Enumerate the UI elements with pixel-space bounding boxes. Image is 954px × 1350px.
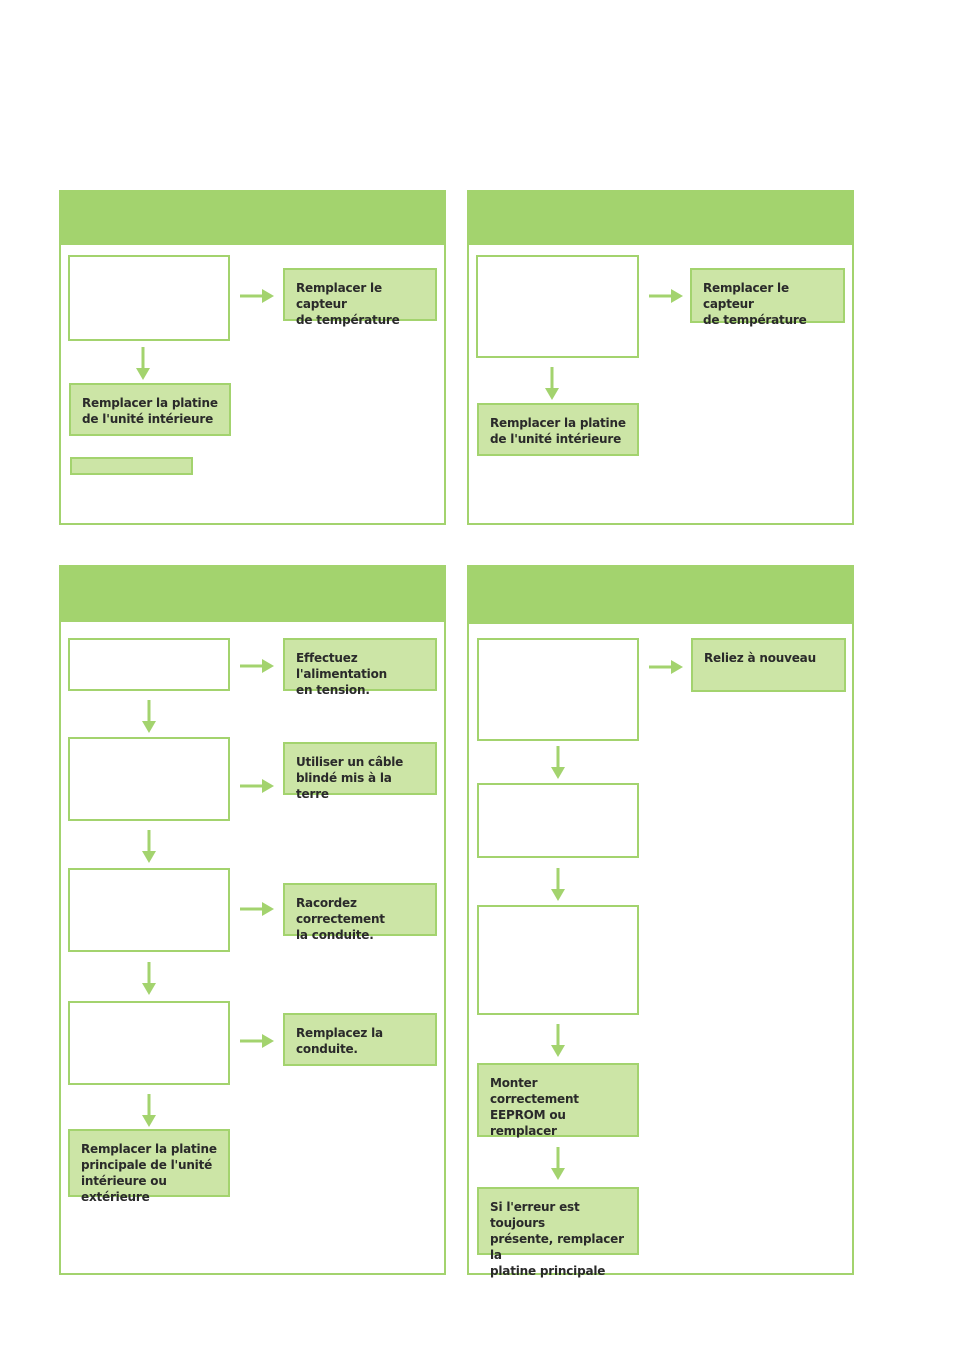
- panel-3-check-box-1: [68, 638, 230, 691]
- arrow-right-icon: [649, 660, 683, 674]
- panel-3-header: [61, 567, 444, 622]
- arrow-down-icon: [142, 700, 156, 733]
- arrow-down-icon: [142, 962, 156, 995]
- panel-4-check-box-3: [477, 905, 639, 1015]
- panel-3-check-box-4: [68, 1001, 230, 1085]
- panel-3-check-box-3: [68, 868, 230, 952]
- arrow-down-icon: [142, 1094, 156, 1127]
- panel-3-action-1: Effectuez l'alimentation en tension.: [283, 638, 437, 697]
- arrow-down-icon: [545, 367, 559, 400]
- arrow-right-icon: [240, 659, 274, 673]
- arrow-right-icon: [240, 1034, 274, 1048]
- panel-4-action-1: Reliez à nouveau: [691, 638, 846, 692]
- arrow-down-icon: [551, 1024, 565, 1057]
- panel-4-action-eeprom: Monter correctement EEPROM ou remplacer: [477, 1063, 639, 1138]
- panel-3-action-2: Utiliser un câble blindé mis à la terre: [283, 742, 437, 801]
- arrow-right-icon: [240, 289, 274, 303]
- panel-1-action-right: Remplacer le capteur de température: [283, 268, 437, 327]
- panel-3-action-3: Racordez correctement la conduite.: [283, 883, 437, 942]
- panel-3-action-4: Remplacez la conduite.: [283, 1013, 437, 1066]
- panel-2-check-box: [476, 255, 639, 358]
- panel-3-check-box-2: [68, 737, 230, 821]
- panel-4-action-final: Si l'erreur est toujours présente, rempl…: [477, 1187, 639, 1278]
- panel-1-small-bar: [70, 457, 193, 475]
- panel-2-action-right: Remplacer le capteur de température: [690, 268, 845, 327]
- panel-3-action-final: Remplacer la platine principale de l'uni…: [68, 1129, 230, 1204]
- panel-1-check-box: [68, 255, 230, 341]
- panel-2-header: [469, 192, 852, 245]
- arrow-right-icon: [240, 902, 274, 916]
- panel-2-action-below: Remplacer la platine de l'unité intérieu…: [477, 403, 639, 456]
- panel-1-header: [61, 192, 444, 245]
- panel-4-header: [469, 567, 852, 624]
- arrow-down-icon: [551, 746, 565, 779]
- arrow-down-icon: [551, 868, 565, 901]
- arrow-down-icon: [142, 830, 156, 863]
- panel-1-action-below: Remplacer la platine de l'unité intérieu…: [69, 383, 231, 436]
- arrow-down-icon: [551, 1147, 565, 1180]
- panel-4-check-box-1: [477, 638, 639, 741]
- panel-4-check-box-2: [477, 783, 639, 858]
- arrow-down-icon: [136, 347, 150, 380]
- arrow-right-icon: [240, 779, 274, 793]
- arrow-right-icon: [649, 289, 683, 303]
